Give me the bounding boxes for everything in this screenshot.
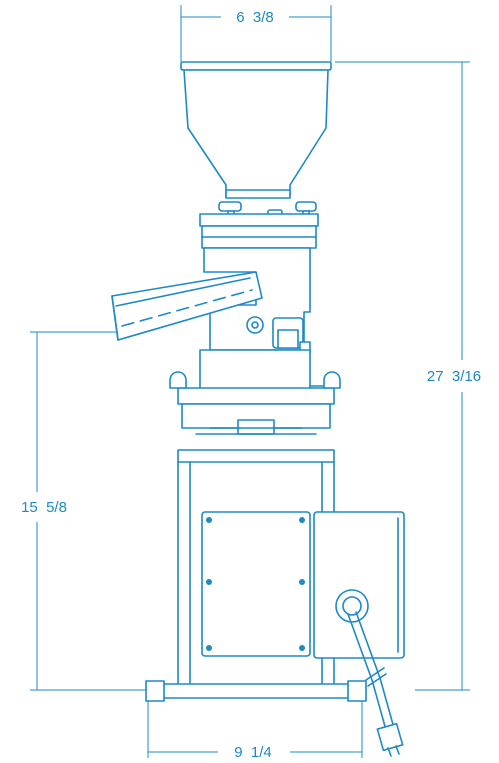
power-cord bbox=[347, 611, 404, 757]
base-cabinet bbox=[177, 449, 335, 687]
dimension-base-width: 9 1/4 bbox=[147, 690, 363, 761]
hopper bbox=[180, 61, 332, 199]
mounting-flange bbox=[169, 371, 341, 435]
dimension-label-total-height: 27 3/16 bbox=[427, 368, 481, 385]
dimension-top-width: 6 3/8 bbox=[180, 5, 332, 62]
dimension-base-height: 15 5/8 bbox=[21, 331, 148, 691]
base-plate bbox=[145, 680, 367, 702]
electrical-box bbox=[313, 511, 405, 659]
motor-housing bbox=[199, 316, 325, 403]
dimension-label-top-width: 6 3/8 bbox=[236, 9, 274, 26]
dimension-total-height: 27 3/16 bbox=[335, 61, 481, 691]
dimension-label-base-width: 9 1/4 bbox=[234, 744, 272, 761]
discharge-chute bbox=[111, 271, 263, 341]
dimension-label-base-height: 15 5/8 bbox=[21, 499, 67, 516]
